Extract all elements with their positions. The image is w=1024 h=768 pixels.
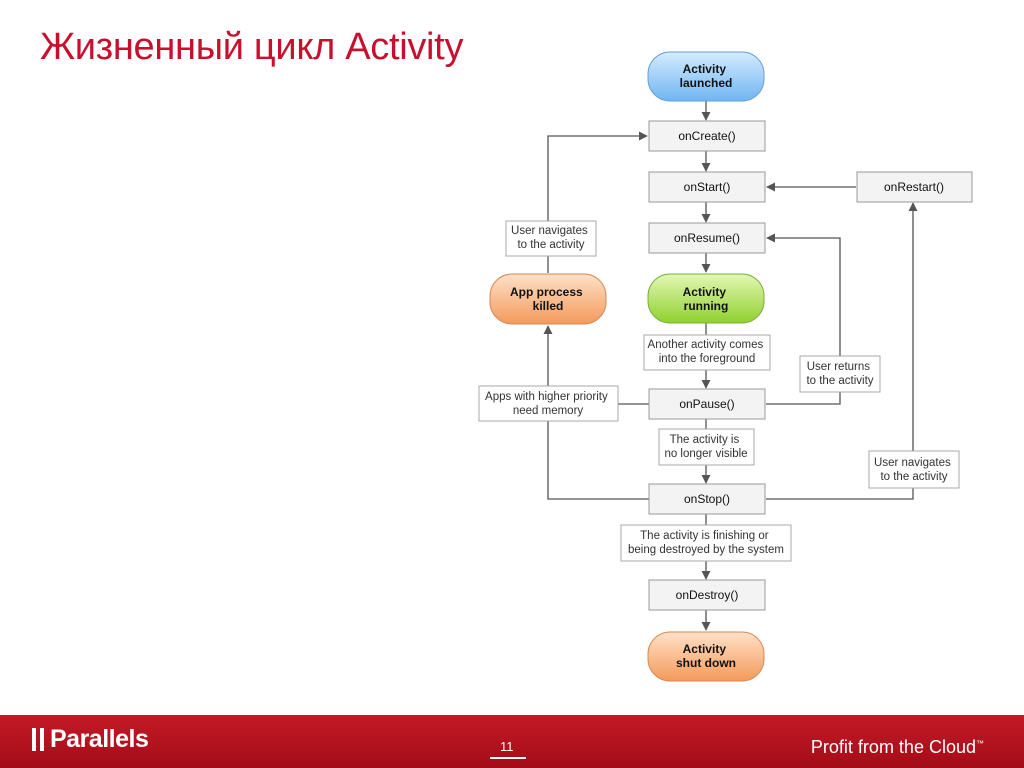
state-app-process-killed: App process killed [489,273,607,325]
method-onrestart-label: onRestart() [884,180,944,194]
arrow-onstop-to-killed [547,404,649,500]
method-onstop-label: onStop() [684,492,730,506]
label-another-activity: Another activity comes into the foregrou… [643,334,771,371]
label-no-longer-visible-line-1: The activity is [670,434,740,446]
footer-trademark: ™ [976,739,984,748]
parallels-bars-icon [32,728,44,751]
label-finishing-line-1: The activity is finishing or [640,530,769,542]
svg-text:User navigates to the: User navigates to the activity [874,457,954,483]
state-launched-line-1: Activity [683,62,727,76]
method-ondestroy-label: onDestroy() [676,588,739,602]
method-ondestroy: onDestroy() [648,579,766,611]
label-finishing-line-2: being destroyed by the system [628,544,784,556]
activity-lifecycle-diagram: Activity launched Activity running App p… [478,51,973,682]
state-activity-launched: Activity launched [647,51,765,102]
label-user-navigates-right-line-1: User navigates [874,457,951,469]
method-onresume-label: onResume() [674,231,740,245]
svg-text:Activity shut down: Activity shut down [676,642,736,670]
label-user-navigates-left-line-1: User navigates [511,225,588,237]
method-onrestart: onRestart() [856,171,973,203]
svg-text:User returns to the ac: User returns to the activity [806,361,873,387]
state-killed-line-2: killed [533,299,564,313]
svg-text:Apps with higher priority: Apps with higher priority need memory [485,391,611,417]
svg-text:App process killed: App process killed [510,285,586,313]
state-activity-shut-down: Activity shut down [647,631,765,682]
slide-title: Жизненный цикл Activity [40,26,464,68]
state-shutdown-line-1: Activity [683,642,727,656]
page-number: 11 [500,739,514,754]
parallels-logo: Parallels [32,725,149,754]
footer-tagline-text: Profit from the Cloud [810,737,976,757]
state-activity-running: Activity running [647,273,765,324]
label-no-longer-visible-line-2: no longer visible [664,448,747,460]
state-shutdown-line-2: shut down [676,656,736,670]
method-onpause: onPause() [648,388,766,420]
label-higher-priority-line-2: need memory [513,405,584,417]
label-finishing: The activity is finishing or being destr… [620,524,792,562]
footer-tagline: Profit from the Cloud™ [811,737,984,758]
state-running-line-1: Activity [683,285,727,299]
svg-text:The activity is no lon: The activity is no longer visible [664,434,747,460]
label-higher-priority: Apps with higher priority need memory [478,385,619,422]
arrow-onpause-to-onresume [766,233,841,405]
label-user-returns-line-1: User returns [807,361,871,373]
label-user-navigates-right: User navigates to the activity [868,450,960,489]
label-higher-priority-line-1: Apps with higher priority [485,391,608,403]
method-oncreate-label: onCreate() [678,129,735,143]
label-user-navigates-left: User navigates to the activity [505,220,597,257]
method-onstart-label: onStart() [684,180,731,194]
label-user-navigates-right-line-2: to the activity [880,471,947,483]
label-user-returns: User returns to the activity [799,355,881,393]
label-user-navigates-left-line-2: to the activity [517,239,584,251]
label-another-activity-line-2: into the foreground [659,353,756,365]
method-oncreate: onCreate() [648,120,766,152]
footer-brand: Parallels [50,725,149,753]
method-onstop: onStop() [648,483,766,515]
footer-bar: Parallels 11 Profit from the Cloud™ [0,715,1024,768]
label-no-longer-visible: The activity is no longer visible [658,428,755,466]
method-onresume: onResume() [648,222,766,254]
arrow-onstop-to-onrestart [766,202,918,500]
svg-text:Activity launched: Activity launched [680,62,733,90]
state-launched-line-2: launched [680,76,733,90]
method-onpause-label: onPause() [679,397,734,411]
svg-text:Another activity comes: Another activity comes into the foregrou… [648,339,767,365]
svg-text:User navigates to the: User navigates to the activity [511,225,591,251]
label-user-returns-line-2: to the activity [806,375,873,387]
method-onstart: onStart() [648,171,766,203]
state-running-line-2: running [684,299,729,313]
svg-text:Activity running: Activity running [683,285,730,313]
page-number-underline [490,757,526,759]
svg-text:The activity is finishing or: The activity is finishing or being destr… [628,530,784,556]
connectors [543,101,918,631]
state-killed-line-1: App process [510,285,583,299]
label-another-activity-line-1: Another activity comes [648,339,764,351]
